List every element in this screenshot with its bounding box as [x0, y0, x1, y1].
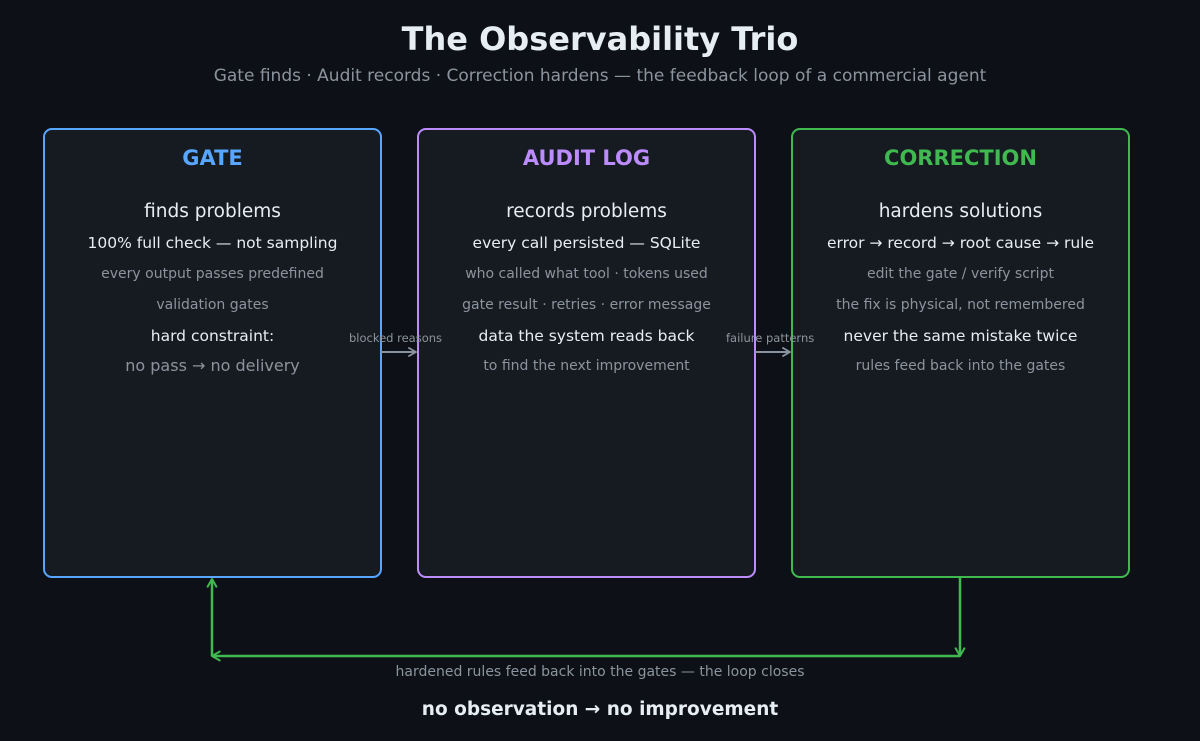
gate-line-5: no pass → no delivery	[125, 356, 300, 375]
gate-line-2: every output passes predefined	[101, 266, 324, 282]
gate-role: finds problems	[144, 201, 281, 222]
gate-line-1: 100% full check — not sampling	[87, 234, 338, 252]
correction-line-4: never the same mistake twice	[843, 327, 1078, 345]
correction-line-2: edit the gate / verify script	[867, 266, 1054, 282]
correction-card: CORRECTION hardens solutions error → rec…	[791, 128, 1130, 578]
diagram-subtitle: Gate finds · Audit records · Correction …	[213, 66, 987, 86]
loop-caption: hardened rules feed back into the gates …	[395, 664, 805, 680]
gate-heading: GATE	[182, 146, 243, 170]
audit-role: records problems	[506, 201, 667, 222]
correction-heading: CORRECTION	[884, 146, 1037, 170]
gate-card: GATE finds problems 100% full check — no…	[43, 128, 382, 578]
correction-line-3: the fix is physical, not remembered	[836, 297, 1085, 313]
diagram-title: The Observability Trio	[401, 20, 799, 58]
audit-line-5: to find the next improvement	[483, 358, 690, 374]
arrow-label-blocked-reasons: blocked reasons	[349, 331, 443, 345]
correction-line-5: rules feed back into the gates	[855, 358, 1066, 374]
correction-line-1: error → record → root cause → rule	[826, 234, 1095, 252]
correction-role: hardens solutions	[878, 201, 1043, 222]
audit-line-2: who called what tool · tokens used	[465, 266, 708, 282]
arrow-label-failure-patterns: failure patterns	[726, 331, 815, 345]
gate-line-4: hard constraint:	[150, 327, 275, 345]
audit-line-1: every call persisted — SQLite	[472, 234, 701, 252]
audit-line-3: gate result · retries · error message	[462, 297, 711, 313]
footer-tagline: no observation → no improvement	[421, 699, 779, 720]
gate-line-3: validation gates	[156, 297, 269, 313]
audit-log-card: AUDIT LOG records problems every call pe…	[417, 128, 756, 578]
audit-line-4: data the system reads back	[478, 327, 695, 345]
audit-heading: AUDIT LOG	[522, 146, 651, 170]
